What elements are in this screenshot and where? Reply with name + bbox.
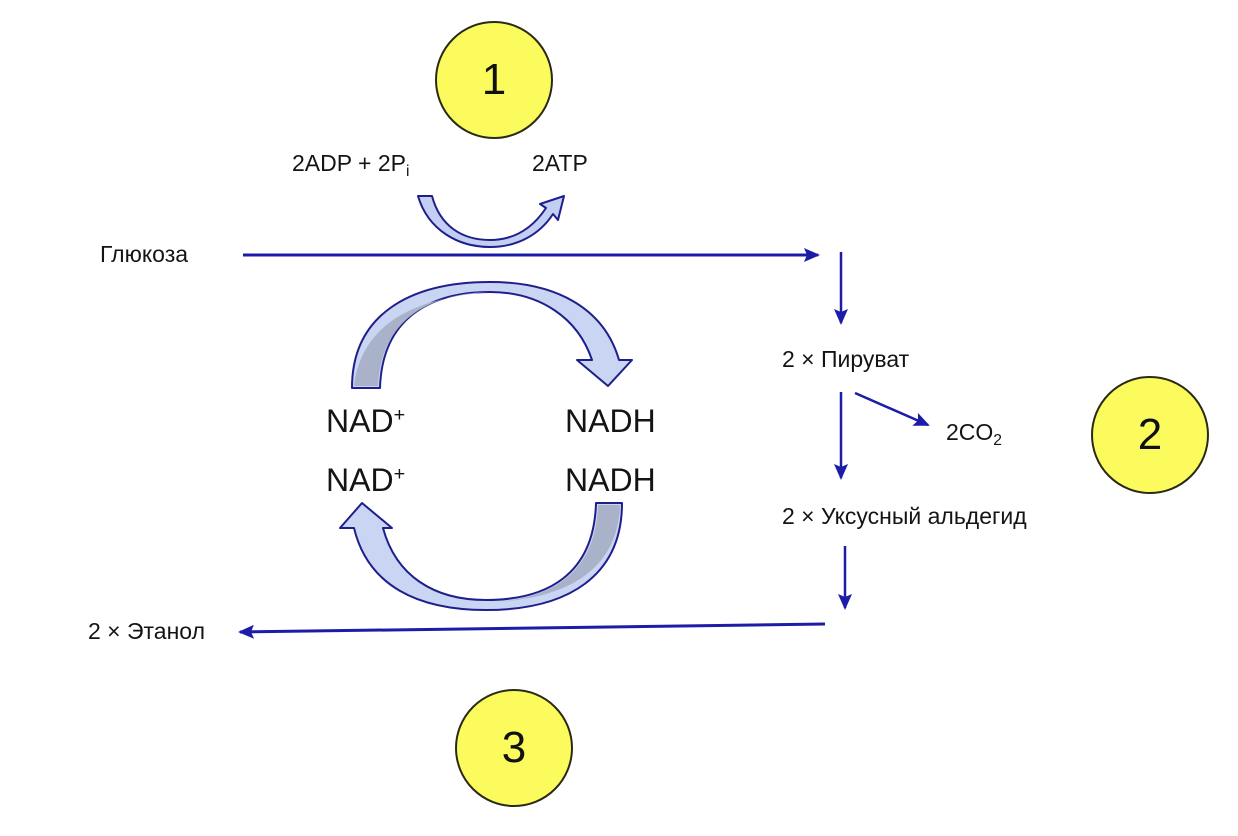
co2-label: 2CO2 [946, 421, 1002, 449]
adp-to-atp-curved-arrow [417, 195, 565, 248]
atp-label: 2ATP [532, 150, 588, 176]
nad-bottom-superscript: + [393, 463, 406, 486]
adp-pi-label: 2ADP + 2Pi [292, 152, 410, 180]
stage-2-badge: 2 [1091, 376, 1209, 494]
co2-text: 2CO [946, 419, 994, 445]
pi-subscript: i [406, 163, 410, 180]
stage-3-number: 3 [501, 723, 527, 772]
nad-top-text: NAD [326, 403, 394, 439]
acetaldehyde-label: 2 × Уксусный альдегид [782, 503, 1027, 529]
stage-2-number: 2 [1137, 410, 1163, 459]
nadh-to-nad-arrow-shade [490, 505, 620, 602]
ethanol-label: 2 × Этанол [88, 618, 206, 644]
pyruvate-label: 2 × Пируват [782, 346, 910, 372]
co2-subscript: 2 [993, 432, 1002, 449]
nad-top-superscript: + [393, 404, 406, 427]
nad-plus-top-label: NAD+ [326, 405, 405, 437]
nadh-bottom-label: NADH [565, 462, 656, 498]
nadh-to-nad-curved-arrow [339, 502, 623, 611]
nadh-top-label: NADH [565, 403, 656, 439]
nad-to-nadh-curved-arrow [351, 281, 633, 389]
nad-to-nadh-arrow-shade [354, 292, 488, 386]
co2-release-arrow [854, 391, 930, 427]
stage-1-badge: 1 [435, 21, 553, 139]
to-ethanol-arrow [238, 622, 826, 639]
stage-3-badge: 3 [455, 689, 573, 807]
glucose-label: Глюкоза [100, 241, 189, 267]
stage-1-number: 1 [481, 55, 507, 104]
nad-bottom-text: NAD [326, 462, 394, 498]
adp-pi-text: 2ADP + 2P [292, 150, 407, 176]
nad-plus-bottom-label: NAD+ [326, 464, 405, 496]
